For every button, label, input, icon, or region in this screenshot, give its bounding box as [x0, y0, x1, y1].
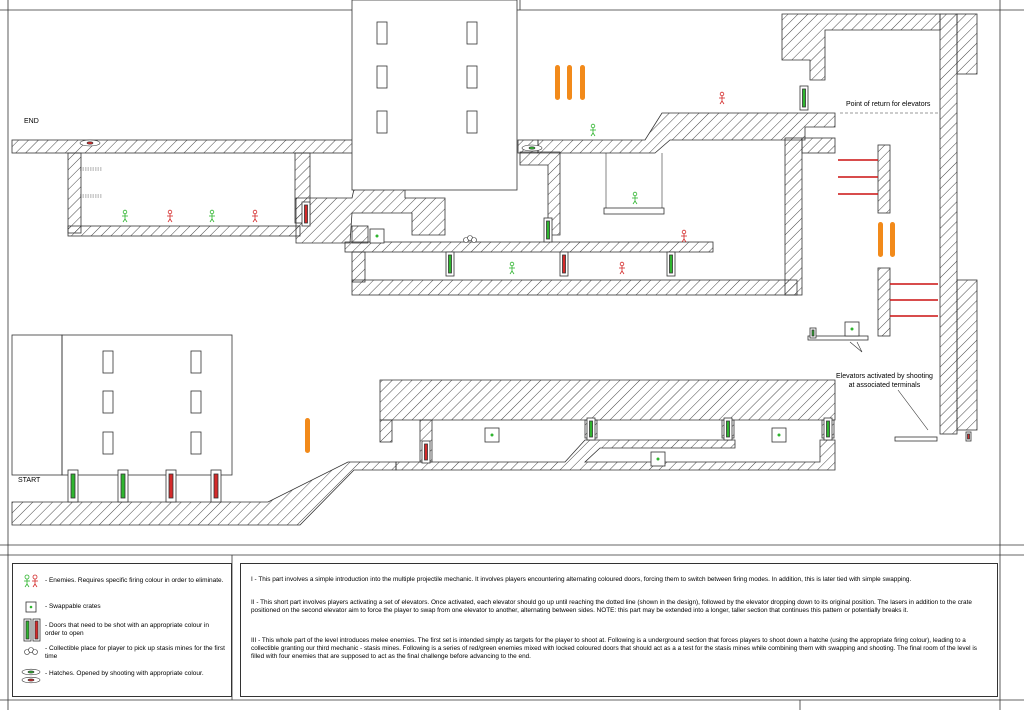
note-part-3: III - This whole part of the level intro… — [251, 637, 977, 660]
enemy-red — [619, 261, 625, 275]
collectible-icon — [463, 235, 477, 243]
design-notes: I - This part involves a simple introduc… — [240, 563, 998, 697]
door-green — [117, 469, 129, 503]
coloured-doors — [67, 85, 972, 503]
legend-hatch-icons — [21, 668, 41, 684]
door-green — [799, 85, 809, 111]
note-part-1: I - This part involves a simple introduc… — [251, 576, 912, 583]
start-building — [61, 334, 233, 476]
door-red — [421, 440, 431, 464]
crate — [369, 228, 385, 244]
door-red — [210, 469, 222, 503]
hatch-green — [521, 144, 543, 152]
level-walls — [11, 13, 978, 526]
door-red — [965, 431, 972, 442]
start-label: START — [18, 477, 41, 484]
legend-enemies-text: - Enemies. Requires specific firing colo… — [45, 577, 224, 584]
ladder-marks — [80, 167, 102, 198]
elevators-arrow — [849, 341, 863, 353]
legend-collectible-text: - Collectible place for player to pick u… — [45, 645, 225, 660]
enemy-green — [209, 209, 215, 223]
legend-doors-text: - Doors that need to be shot with an app… — [45, 622, 210, 637]
enemy-green — [590, 123, 596, 137]
enemy-green — [509, 261, 515, 275]
door-green — [723, 417, 733, 441]
crate — [650, 451, 666, 467]
door-green — [586, 417, 596, 441]
enemy-red — [167, 209, 173, 223]
legend-icons — [21, 574, 41, 684]
hatch-red — [79, 139, 101, 147]
point-of-return-label: Point of return for elevators — [846, 101, 931, 108]
door-red — [301, 201, 311, 227]
note-part-2: II - This short part involves players ac… — [251, 599, 972, 614]
door-green — [67, 469, 79, 503]
legend: - Enemies. Requires specific firing colo… — [12, 563, 232, 697]
enemy-red — [252, 209, 258, 223]
crate — [844, 321, 860, 337]
enemy-red — [681, 229, 687, 243]
legend-hatches-text: - Hatches. Opened by shooting with appro… — [45, 670, 204, 677]
swappable-crates — [369, 228, 860, 467]
level-outlines — [11, 0, 938, 476]
legend-crate-icon — [25, 601, 37, 613]
door-green — [823, 417, 833, 441]
legend-door-icons — [23, 618, 41, 642]
door-red — [559, 251, 569, 277]
hatches — [79, 139, 543, 152]
legend-collectible-icon — [24, 647, 38, 655]
legend-enemy-icons — [24, 574, 38, 588]
start-room-outline — [11, 334, 63, 476]
elevators-label: Elevators activated by shooting at assoc… — [836, 373, 933, 389]
orange-markers — [305, 65, 895, 453]
crate — [771, 427, 787, 443]
platform-ropes — [605, 153, 663, 208]
enemy-red — [719, 91, 725, 105]
lower-elevator-floor — [807, 335, 869, 341]
top-building — [351, 0, 518, 191]
door-green — [445, 251, 455, 277]
elevators-pointer — [897, 389, 929, 431]
door-red — [165, 469, 177, 503]
enemy-green — [632, 191, 638, 205]
door-green — [809, 327, 817, 339]
lasers — [838, 159, 938, 317]
legend-crates-text: - Swappable crates — [45, 603, 101, 610]
return-platform — [894, 436, 938, 442]
door-green — [666, 251, 676, 277]
end-label: END — [24, 118, 39, 125]
hanging-platform — [603, 207, 665, 215]
door-green — [543, 217, 553, 243]
enemy-green — [122, 209, 128, 223]
crate — [484, 427, 500, 443]
building-windows — [102, 21, 478, 455]
